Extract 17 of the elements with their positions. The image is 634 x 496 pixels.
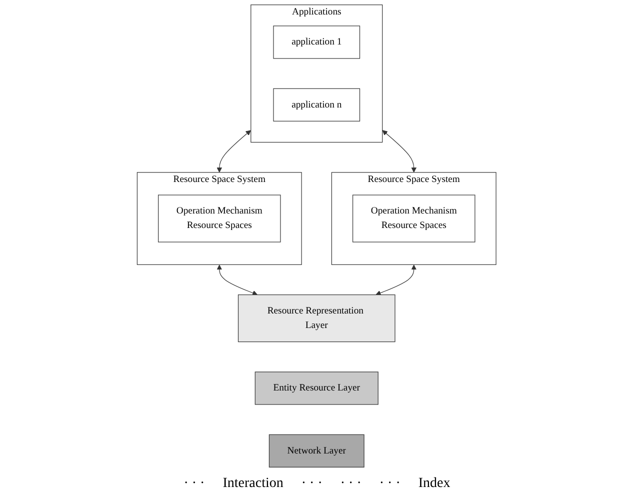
node-box: application 1: [274, 26, 360, 59]
note-text: Interaction: [222, 476, 284, 492]
node-box: Resource Representation Layer: [238, 294, 396, 342]
note-text: · · ·: [184, 476, 205, 492]
node-box: Entity Resource Layer: [255, 372, 379, 405]
node-box: Network Layer: [269, 434, 365, 468]
arrow: [217, 130, 252, 173]
node-box: Operation Mechanism Resource Spaces: [352, 194, 476, 242]
node-box: Operation Mechanism Resource Spaces: [158, 194, 282, 242]
note-text: · · ·: [301, 476, 322, 492]
arrow: [217, 264, 258, 296]
arrow: [376, 264, 417, 296]
note-text: · · ·: [340, 476, 362, 492]
arrow: [382, 130, 417, 173]
note-text: Index: [418, 476, 450, 492]
note-text: · · ·: [379, 476, 400, 492]
node-box: application n: [274, 88, 360, 122]
